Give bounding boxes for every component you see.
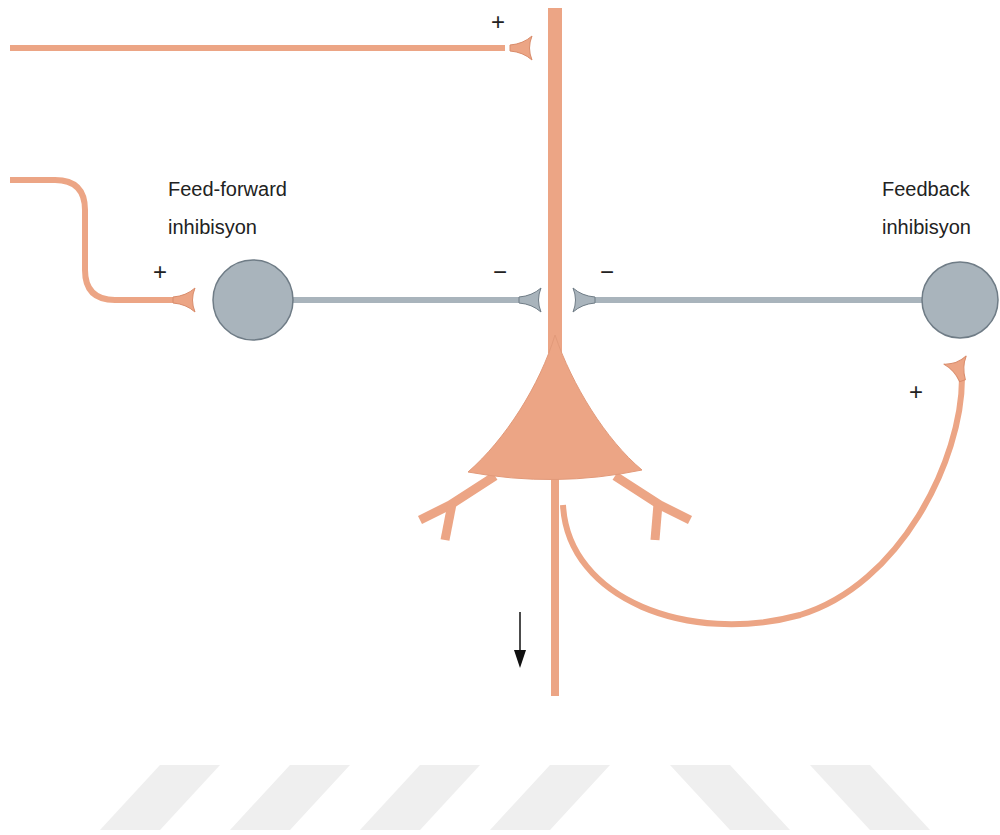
synapse-sign: + xyxy=(909,380,923,404)
basal-dendrite xyxy=(445,504,452,540)
pyramidal-axon xyxy=(551,465,559,696)
synaptic-bouton xyxy=(944,356,974,385)
feedforward-input-axon xyxy=(10,180,180,300)
interneuron-node: Feed-forward inhibisyon xyxy=(160,170,300,345)
watermark-stripe xyxy=(230,765,350,830)
basal-dendrites xyxy=(420,476,690,540)
basal-dendrite xyxy=(655,504,658,540)
output-arrow xyxy=(519,612,521,655)
inhibitory-bouton xyxy=(519,288,541,312)
synapse-sign: + xyxy=(491,10,505,34)
interneuron-axon xyxy=(290,297,522,303)
arrow-head xyxy=(514,650,526,668)
apical-dendrite xyxy=(548,8,562,353)
interneuron-label: Feed-forward inhibisyon xyxy=(160,170,300,246)
axon-collateral xyxy=(563,378,962,624)
watermark-stripe xyxy=(810,765,930,830)
pyramidal-soma xyxy=(468,335,642,480)
excitatory-input-axon xyxy=(10,45,505,51)
watermark-stripe xyxy=(670,765,790,830)
watermark-stripes xyxy=(100,765,930,830)
synapse-sign: − xyxy=(493,260,507,284)
synaptic-bouton xyxy=(173,288,195,312)
synapse-sign: − xyxy=(600,260,614,284)
interneuron-soma xyxy=(922,262,998,338)
watermark-stripe xyxy=(490,765,610,830)
watermark-stripe xyxy=(360,765,480,830)
interneuron-label: Feedback inhibisyon xyxy=(875,170,1000,246)
interneuron-node: Feedback inhibisyon xyxy=(875,170,1000,345)
watermark-stripe xyxy=(100,765,220,830)
interneuron-axon xyxy=(592,297,924,303)
synapse-sign: + xyxy=(153,260,167,284)
basal-dendrite xyxy=(420,476,495,520)
basal-dendrite xyxy=(615,476,690,520)
synaptic-bouton xyxy=(510,36,532,60)
inhibitory-bouton xyxy=(573,288,595,312)
interneuron-soma xyxy=(213,260,293,340)
